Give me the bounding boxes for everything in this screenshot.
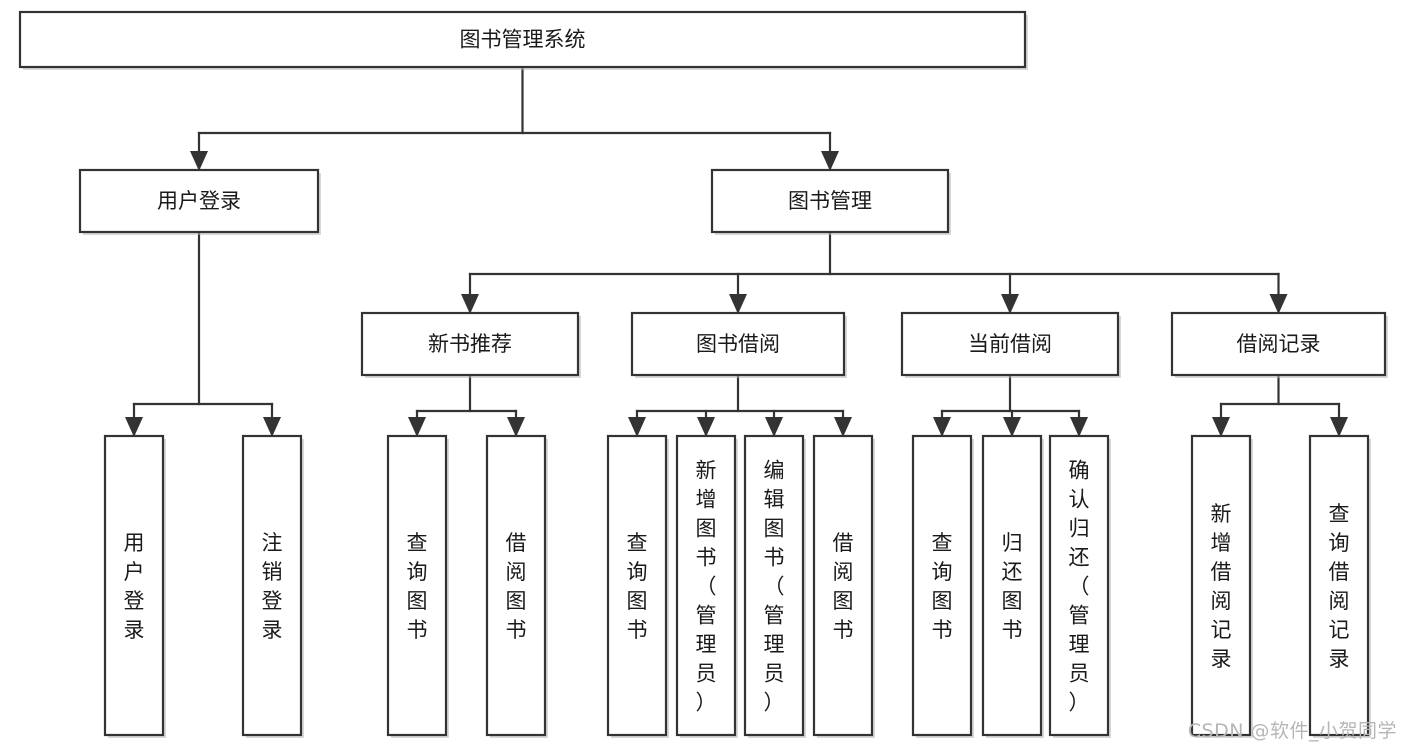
node-rect[interactable] xyxy=(78,168,320,234)
node-root[interactable]: 图书管理系统 xyxy=(18,10,1028,70)
node-book-borrow[interactable]: 图书借阅 xyxy=(630,311,847,378)
node-label: 借阅图书 xyxy=(833,531,854,642)
node-leaf-borrow-book-2[interactable]: 借阅图书 xyxy=(812,434,875,738)
node-rect[interactable] xyxy=(1190,434,1252,737)
node-rect[interactable] xyxy=(360,311,580,377)
node-leaf-logout[interactable]: 注销登录 xyxy=(241,434,304,738)
node-rect[interactable] xyxy=(911,434,973,737)
node-leaf-edit-book[interactable]: 编辑图书（管理员） xyxy=(743,434,806,738)
node-leaf-add-book[interactable]: 新增图书（管理员） xyxy=(675,434,738,738)
node-leaf-return-book[interactable]: 归还图书 xyxy=(981,434,1044,738)
node-label: 用户登录 xyxy=(124,531,145,642)
node-rect[interactable] xyxy=(1170,311,1387,377)
node-label: 编辑图书（管理员） xyxy=(764,459,785,715)
connectors-layer xyxy=(125,65,1348,437)
node-rect[interactable] xyxy=(241,434,303,737)
node-label: 新书推荐 xyxy=(428,332,512,356)
node-leaf-query-book-1[interactable]: 查询图书 xyxy=(386,434,449,738)
node-label: 查询图书 xyxy=(932,531,953,642)
node-rect[interactable] xyxy=(630,311,846,377)
node-label: 查询借阅记录 xyxy=(1329,502,1350,671)
node-rect[interactable] xyxy=(812,434,874,737)
node-label: 借阅图书 xyxy=(506,531,527,642)
node-rect[interactable] xyxy=(1308,434,1370,737)
node-label: 新增借阅记录 xyxy=(1211,502,1232,671)
node-label: 借阅记录 xyxy=(1237,332,1321,356)
nodes-layer: 图书管理系统用户登录图书管理新书推荐图书借阅当前借阅借阅记录用户登录注销登录查询… xyxy=(18,10,1388,738)
node-rect[interactable] xyxy=(981,434,1043,737)
node-new-book-rec[interactable]: 新书推荐 xyxy=(360,311,581,378)
node-rect[interactable] xyxy=(743,434,805,737)
node-label: 查询图书 xyxy=(407,531,428,642)
node-label: 归还图书 xyxy=(1002,531,1023,642)
node-leaf-confirm-return[interactable]: 确认归还（管理员） xyxy=(1048,434,1111,738)
node-label: 当前借阅 xyxy=(968,332,1052,356)
node-label: 图书管理 xyxy=(788,189,872,213)
node-rect[interactable] xyxy=(386,434,448,737)
node-leaf-query-record[interactable]: 查询借阅记录 xyxy=(1308,434,1371,738)
node-rect[interactable] xyxy=(710,168,950,234)
node-leaf-query-book-2[interactable]: 查询图书 xyxy=(606,434,669,738)
node-current-borrow[interactable]: 当前借阅 xyxy=(900,311,1121,378)
node-label: 用户登录 xyxy=(157,189,241,213)
node-rect[interactable] xyxy=(606,434,668,737)
node-borrow-record[interactable]: 借阅记录 xyxy=(1170,311,1388,378)
node-leaf-borrow-book-1[interactable]: 借阅图书 xyxy=(485,434,548,738)
node-rect[interactable] xyxy=(675,434,737,737)
node-leaf-add-record[interactable]: 新增借阅记录 xyxy=(1190,434,1253,738)
node-rect[interactable] xyxy=(103,434,165,737)
node-rect[interactable] xyxy=(900,311,1120,377)
node-label: 查询图书 xyxy=(627,531,648,642)
node-label: 图书管理系统 xyxy=(460,28,586,52)
node-label: 图书借阅 xyxy=(696,332,780,356)
node-rect[interactable] xyxy=(1048,434,1110,737)
node-leaf-user-login[interactable]: 用户登录 xyxy=(103,434,166,738)
node-book-manage[interactable]: 图书管理 xyxy=(710,168,951,235)
node-user-login[interactable]: 用户登录 xyxy=(78,168,321,235)
node-rect[interactable] xyxy=(485,434,547,737)
node-rect[interactable] xyxy=(18,10,1027,69)
node-label: 确认归还（管理员） xyxy=(1069,459,1090,715)
node-leaf-query-book-3[interactable]: 查询图书 xyxy=(911,434,974,738)
node-label: 新增图书（管理员） xyxy=(696,459,717,715)
node-label: 注销登录 xyxy=(262,531,283,642)
